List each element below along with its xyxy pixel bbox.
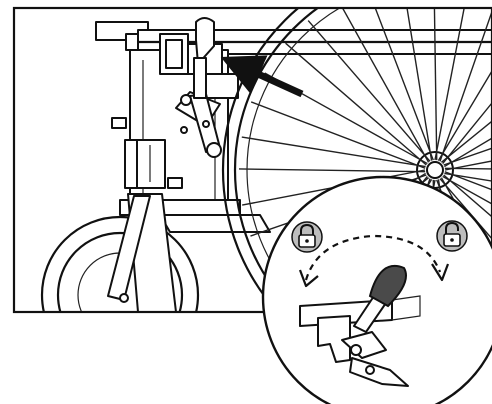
wheel-spoke: [439, 178, 492, 240]
wheel-spoke: [433, 8, 438, 161]
wheel-spoke: [443, 147, 492, 166]
wheel-spoke: [443, 174, 492, 218]
wheel-spoke: [250, 101, 426, 169]
brake-lever: [193, 17, 215, 99]
wheel-spoke: [442, 101, 492, 165]
front-caster: [40, 193, 200, 312]
wheel-spoke: [444, 172, 492, 182]
wheel-spoke: [307, 20, 431, 162]
pointer-arrow: [220, 55, 304, 98]
wheel-spoke: [444, 160, 492, 171]
wheel-spoke: [434, 8, 465, 161]
wheel-spoke: [444, 171, 492, 191]
zoom-callout: [261, 175, 492, 404]
illustration-border: [12, 6, 492, 314]
brake-linkage: [175, 91, 222, 158]
padlock-locked-icon: [291, 221, 323, 253]
lock-direction-arrow: [298, 234, 450, 288]
wheel-spoke: [406, 8, 433, 161]
wheel-spoke: [440, 120, 492, 163]
wheel-spoke: [285, 42, 427, 166]
zoomed-lever: [353, 265, 407, 333]
wheel-spoke: [437, 69, 492, 161]
wheel-spoke: [241, 136, 426, 168]
wheel-spoke: [341, 8, 430, 163]
wheel-spoke: [374, 8, 434, 161]
wheel-spoke: [444, 137, 492, 168]
wheel-spoke: [439, 9, 492, 162]
wheel-spoke: [444, 167, 492, 170]
wheel-spoke: [238, 168, 426, 173]
wheel-spoke: [442, 175, 492, 205]
padlock-unlocked-icon: [436, 220, 468, 252]
